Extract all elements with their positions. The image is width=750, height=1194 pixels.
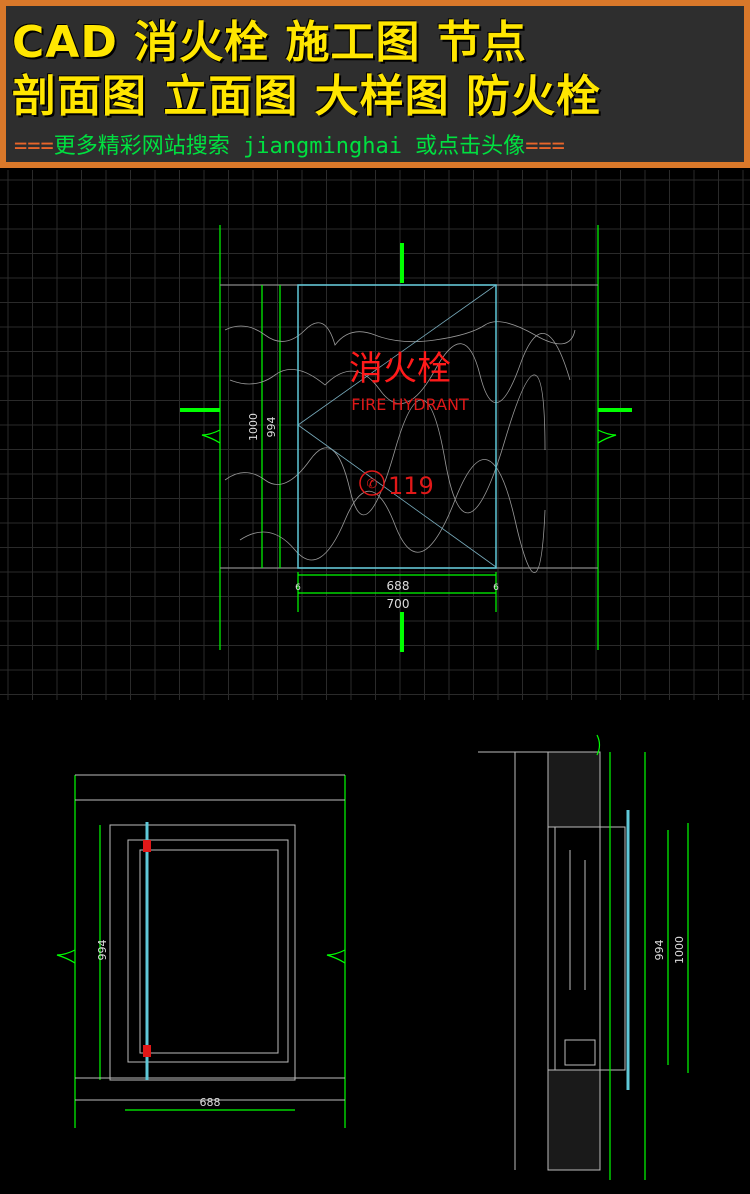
title-line-1: CAD 消火栓 施工图 节点 <box>12 17 527 68</box>
section-view: 994 1000 <box>478 734 689 1180</box>
elev-dim-994: 994 <box>96 940 109 961</box>
front-view: 消火栓 FIRE HYDRANT ✆ 119 1000 994 688 700 … <box>180 225 632 652</box>
dim-6-left: 6 <box>295 583 301 593</box>
dim-6-right: 6 <box>493 583 499 593</box>
grid <box>0 170 750 700</box>
elevation-view: 994 688 <box>56 774 346 1128</box>
dim-688: 688 <box>387 579 410 593</box>
emergency-number: 119 <box>388 472 434 500</box>
decor-prefix: === <box>14 134 54 159</box>
phone-icon <box>359 470 385 496</box>
phone-glyph: ✆ <box>367 477 378 492</box>
sec-dim-1000: 1000 <box>673 936 686 964</box>
fire-hydrant-cn-label: 消火栓 <box>349 349 451 389</box>
subtitle-text: 更多精彩网站搜索 jiangminghai 或点击头像 <box>53 134 526 159</box>
title-line-2: 剖面图 立面图 大样图 防火栓 <box>12 71 601 122</box>
fire-hydrant-en-label: FIRE HYDRANT <box>351 395 469 414</box>
dim-1000: 1000 <box>247 413 260 441</box>
subtitle-line: ===更多精彩网站搜索 jiangminghai 或点击头像=== <box>14 128 565 160</box>
decor-suffix: === <box>525 134 565 159</box>
sec-dim-994: 994 <box>653 940 666 961</box>
dim-994: 994 <box>265 417 278 438</box>
dim-700: 700 <box>387 597 410 611</box>
elev-dim-688: 688 <box>200 1096 221 1109</box>
title-banner: CAD 消火栓 施工图 节点 剖面图 立面图 大样图 防火栓 ===更多精彩网站… <box>0 0 750 168</box>
